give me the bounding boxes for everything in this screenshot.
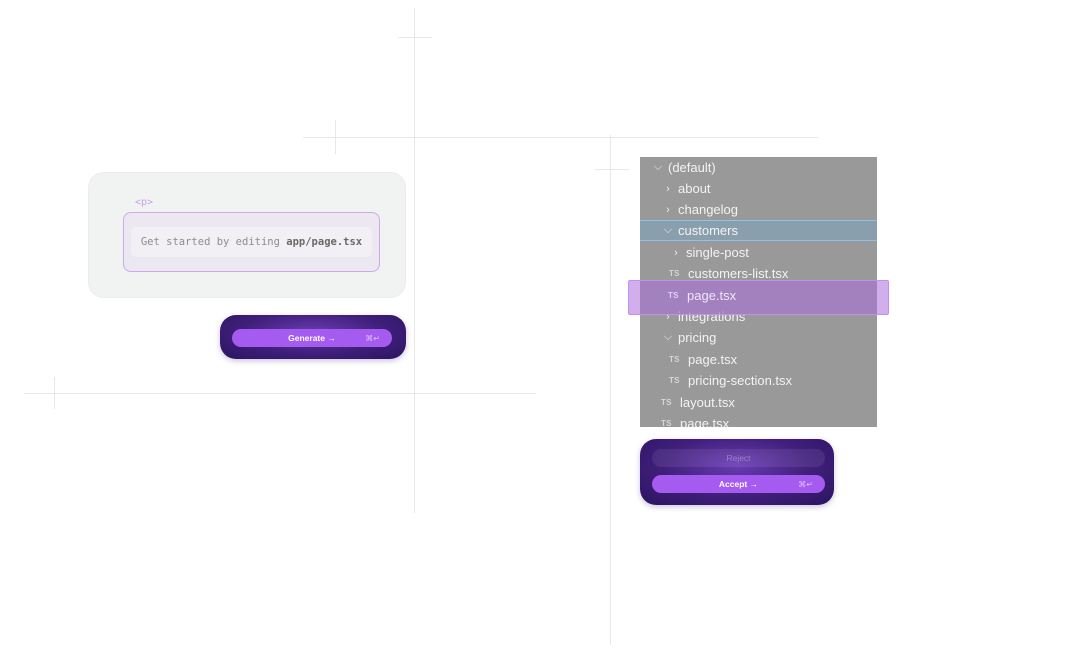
guide-line — [595, 169, 629, 170]
shortcut-hint: ⌘↵ — [798, 479, 813, 489]
highlighted-row[interactable] — [628, 280, 889, 315]
chevron-right-icon: › — [674, 246, 678, 259]
tree-item-label: about — [678, 181, 711, 196]
tree-item-label: page.tsx — [687, 288, 737, 303]
ts-file-icon: TS — [661, 398, 672, 407]
guide-line — [303, 137, 818, 138]
tree-item-label: pricing — [678, 330, 717, 345]
tree-folder-changelog[interactable]: › changelog — [640, 199, 877, 220]
tree-item-label: page.tsx — [680, 416, 730, 427]
ts-file-icon: TS — [661, 419, 672, 427]
ts-file-icon: TS — [669, 269, 680, 278]
tree-item-label: customers — [678, 223, 738, 238]
accept-button[interactable]: Accept → ⌘↵ — [652, 475, 825, 493]
guide-line — [54, 377, 55, 409]
code-text: Get started by editing app/page.tsx — [130, 227, 373, 257]
tree-folder-customers[interactable]: ⌵ customers — [640, 220, 877, 241]
tree-item-label: pricing-section.tsx — [688, 373, 793, 388]
chevron-right-icon: › — [666, 203, 670, 216]
selected-element-box[interactable]: Get started by editing app/page.tsx — [123, 212, 380, 272]
tree-folder-pricing[interactable]: ⌵ pricing — [640, 327, 877, 348]
reject-button[interactable]: Reject — [652, 449, 825, 467]
ts-file-icon: TS — [669, 376, 680, 385]
tree-item-label: single-post — [686, 245, 749, 260]
ts-file-icon: TS — [669, 355, 680, 364]
tree-folder-about[interactable]: › about — [640, 178, 877, 199]
tree-folder-default[interactable]: ⌵ (default) — [640, 157, 877, 178]
review-panel: Reject Accept → ⌘↵ — [640, 439, 834, 505]
guide-line — [414, 8, 415, 513]
tree-file-pricing-section[interactable]: TS pricing-section.tsx — [640, 370, 877, 391]
guide-line — [335, 120, 336, 154]
editor-card: <p> Get started by editing app/page.tsx — [88, 172, 406, 298]
shortcut-hint: ⌘↵ — [365, 333, 380, 343]
tree-item-label: layout.tsx — [680, 395, 735, 410]
accept-label: Accept → — [718, 479, 759, 489]
chevron-right-icon: › — [666, 310, 670, 323]
element-tag-label: <p> — [135, 197, 154, 208]
tree-file-customers-list[interactable]: TS customers-list.tsx — [640, 263, 877, 284]
chevron-down-icon: ⌵ — [653, 161, 663, 173]
guide-line — [24, 393, 536, 394]
tree-file-pricing-page[interactable]: TS page.tsx — [640, 349, 877, 370]
generate-label: Generate → — [288, 333, 336, 343]
code-file: app/page.tsx — [286, 236, 363, 248]
tree-folder-single-post[interactable]: › single-post — [640, 242, 877, 263]
tree-file-layout[interactable]: TS layout.tsx — [640, 392, 877, 413]
tree-item-label: page.tsx — [688, 352, 738, 367]
code-prefix: Get started by editing — [140, 236, 287, 248]
chevron-right-icon: › — [666, 182, 670, 195]
tree-item-label: (default) — [668, 160, 716, 175]
generate-button[interactable]: Generate → ⌘↵ — [232, 329, 392, 347]
guide-line — [610, 135, 611, 645]
ts-file-icon: TS — [668, 291, 679, 300]
reject-label: Reject — [726, 453, 751, 463]
generate-panel: Generate → ⌘↵ — [220, 315, 406, 359]
guide-line — [398, 37, 432, 38]
chevron-down-icon: ⌵ — [663, 331, 673, 343]
tree-item-label: changelog — [678, 202, 738, 217]
tree-file-root-page[interactable]: TS page.tsx — [640, 413, 877, 427]
tree-file-customers-page[interactable]: TS page.tsx — [668, 288, 736, 303]
tree-item-label: customers-list.tsx — [688, 266, 789, 281]
chevron-down-icon: ⌵ — [663, 224, 673, 236]
